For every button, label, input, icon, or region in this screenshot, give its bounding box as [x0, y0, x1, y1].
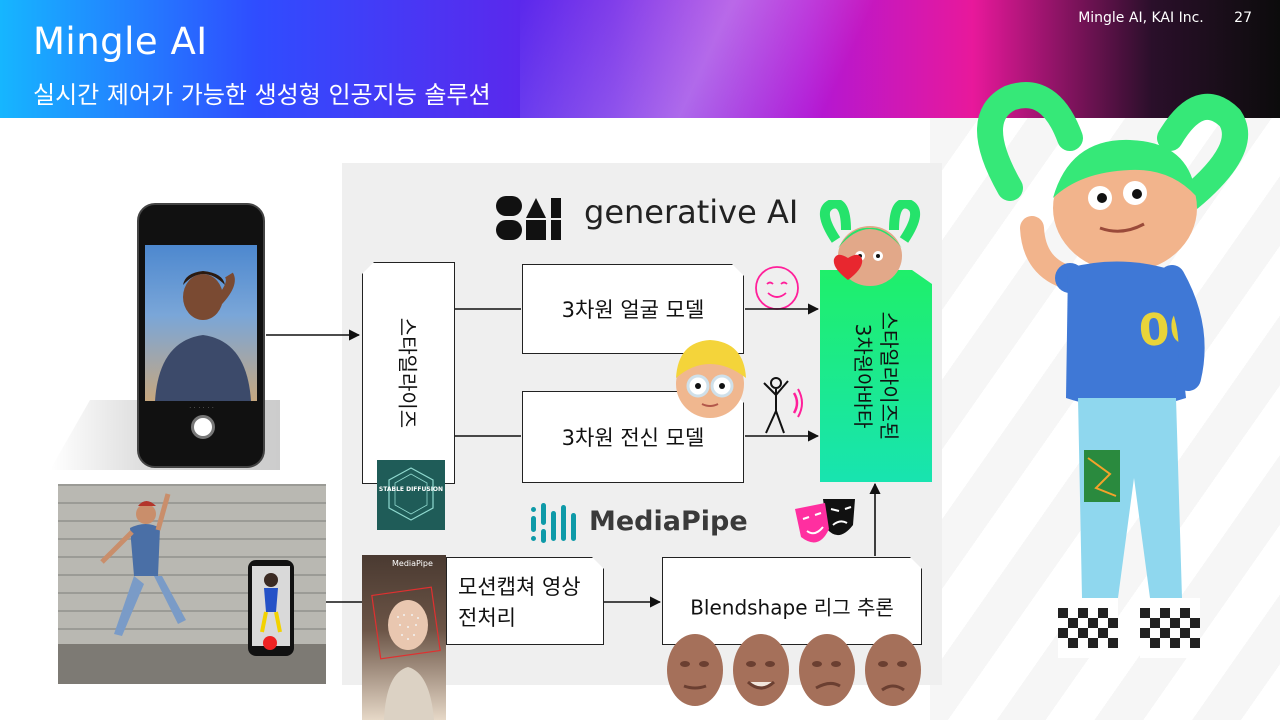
- page-number: 27: [1234, 10, 1252, 26]
- blendshape-heads: [667, 634, 921, 706]
- selfie-person-icon: [155, 271, 251, 401]
- face-model-label: 3차원 얼굴 모델: [561, 298, 705, 322]
- blendshape-head-4: [865, 634, 921, 706]
- theater-masks-icon: [795, 499, 855, 543]
- generative-ai-text: generative AI: [584, 193, 799, 231]
- body-model-box: 3차원 전신 모델: [522, 391, 744, 483]
- handheld-phone: [248, 560, 294, 656]
- blendshape-box: Blendshape 리그 추론: [662, 557, 922, 645]
- yellow-avatar-head-icon: [676, 340, 746, 418]
- blendshape-head-3: [799, 634, 855, 706]
- company-name: Mingle AI, KAI Inc.: [1078, 10, 1204, 26]
- heart-icon: [833, 254, 863, 280]
- mediapipe-text: MediaPipe: [589, 506, 748, 537]
- mocap-preprocess-box: 모션캡쳐 영상 전처리: [446, 557, 604, 645]
- dancer-figure-icon: [100, 493, 186, 636]
- mocap-label: 모션캡쳐 영상 전처리: [458, 572, 581, 634]
- slide-title: Mingle AI: [33, 20, 208, 63]
- dancing-figure-icon: [763, 377, 803, 434]
- slide-subtitle: 실시간 제어가 가능한 생성형 인공지능 솔루션: [33, 81, 491, 109]
- record-button-icon: [263, 636, 277, 650]
- stable-diffusion-icon: [388, 467, 434, 521]
- face-mesh-icon: [371, 586, 441, 720]
- handheld-phone-screen: [252, 566, 290, 646]
- mediapipe-logo-icon: [531, 503, 576, 543]
- stylize-box: 스타일라이즈: [362, 262, 455, 484]
- mini-avatar-icon: [260, 573, 282, 633]
- blendshape-head-2: [733, 634, 789, 706]
- mocap-label-line2: 전처리: [458, 606, 516, 630]
- mocap-label-line1: 모션캡쳐 영상: [458, 575, 581, 599]
- camera-modes: · · · · · ·: [189, 405, 215, 410]
- mini-mediapipe-label: MediaPipe: [392, 559, 433, 568]
- phone-camera-screen: [145, 245, 257, 401]
- slide-header: Mingle AI 실시간 제어가 가능한 생성형 인공지능 솔루션 Mingl…: [0, 0, 1280, 118]
- mocap-girl-photo: MediaPipe: [362, 555, 446, 720]
- smartphone-camera: · · · · · ·: [137, 203, 265, 468]
- checkered-shoes: [1058, 598, 1200, 658]
- shutter-button: [191, 415, 215, 439]
- stylized-avatar-box: 스타일라이즈된 3차원아바타: [820, 270, 932, 482]
- header-corner: Mingle AI, KAI Inc. 27: [1078, 10, 1252, 26]
- kai-logo-icon: [496, 196, 561, 240]
- character-3d-figure: 00: [977, 82, 1248, 658]
- stable-diffusion-text: STABLE DIFFUSION: [378, 486, 444, 493]
- header-sheen: [520, 0, 940, 118]
- blendshape-head-1: [667, 634, 723, 706]
- face-model-box: 3차원 얼굴 모델: [522, 264, 744, 354]
- stable-diffusion-logo: STABLE DIFFUSION: [377, 460, 445, 530]
- blendshape-label: Blendshape 리그 추론: [690, 595, 894, 620]
- body-model-label: 3차원 전신 모델: [561, 426, 705, 450]
